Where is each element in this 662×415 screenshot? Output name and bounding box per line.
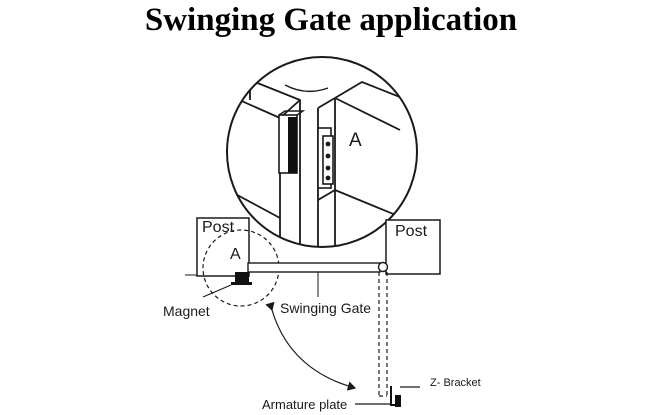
armature-plate-label: Armature plate <box>262 397 347 412</box>
swinging-gate-label: Swinging Gate <box>280 300 371 316</box>
magnet-label: Magnet <box>163 303 210 319</box>
zone-a-label: A <box>230 246 241 263</box>
swinging-gate-bar <box>247 261 389 273</box>
right-post: Post <box>385 219 441 275</box>
right-post-label: Post <box>395 223 428 240</box>
left-post-label: Post <box>202 219 235 236</box>
swing-arc <box>265 301 357 391</box>
magnet <box>231 272 252 285</box>
gate-open-position <box>378 272 388 397</box>
detail-magnet <box>278 110 306 174</box>
diagram-title: Swinging Gate application <box>144 2 518 38</box>
detail-label: A <box>349 130 362 151</box>
magnet-leader <box>202 284 232 298</box>
gate-hinge <box>377 261 389 273</box>
detail-armature-plate <box>317 127 334 189</box>
z-bracket-label: Z- Bracket <box>430 377 481 389</box>
detail-circle <box>226 56 418 248</box>
left-post: Post A <box>196 217 250 277</box>
z-bracket <box>390 386 401 407</box>
detail-view: A <box>226 56 418 248</box>
detail-gate <box>334 81 417 106</box>
